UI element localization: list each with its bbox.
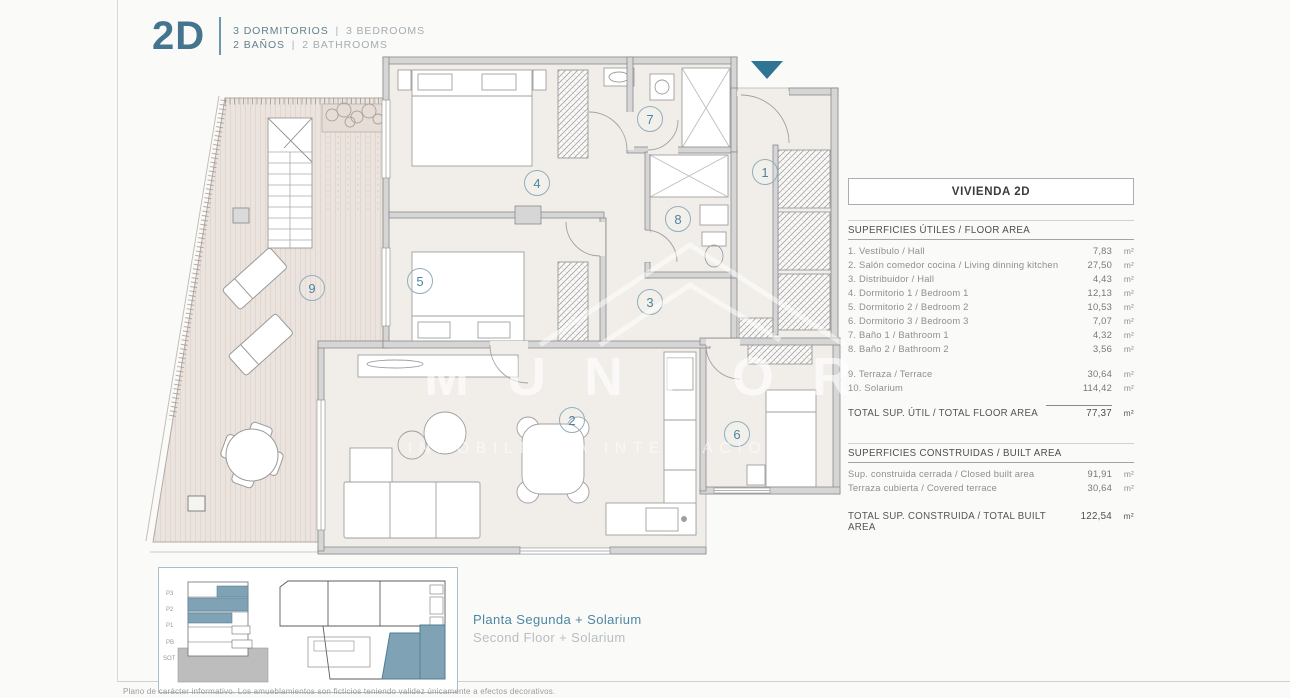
terrace-box bbox=[187, 495, 206, 512]
bedroom2-furniture bbox=[411, 251, 525, 345]
room-number-8: 8 bbox=[665, 206, 691, 232]
separator: | bbox=[335, 25, 340, 37]
disclaimer-text: Plano de carácter informativo. Los amueb… bbox=[123, 687, 556, 696]
building-footprint bbox=[279, 580, 446, 680]
sun-loungers bbox=[222, 247, 293, 376]
wardrobe bbox=[557, 69, 589, 159]
unit-code: 2D bbox=[152, 14, 206, 58]
area-row: 2. Salón comedor cocina / Living dinning… bbox=[848, 259, 1134, 270]
room-number-7: 7 bbox=[637, 106, 663, 132]
bedroom1-furniture bbox=[397, 69, 547, 167]
caption-en: Second Floor + Solarium bbox=[473, 630, 626, 645]
built-area-section: SUPERFICIES CONSTRUIDAS / BUILT AREA Sup… bbox=[848, 443, 1134, 533]
wardrobe bbox=[557, 261, 589, 345]
terrace-table bbox=[220, 421, 284, 489]
floor-area-section: SUPERFICIES ÚTILES / FLOOR AREA 1. Vestí… bbox=[848, 220, 1134, 419]
caption-es: Planta Segunda + Solarium bbox=[473, 612, 642, 627]
header-lines: 3 DORMITORIOS | 3 BEDROOMS 2 BAÑOS | 2 B… bbox=[233, 21, 425, 51]
location-inset: P3 P2 P1 PB SOT bbox=[158, 567, 458, 693]
floor-label: P1 bbox=[166, 623, 174, 629]
header: 2D 3 DORMITORIOS | 3 BEDROOMS 2 BAÑOS | … bbox=[152, 14, 425, 58]
page-border-bottom bbox=[117, 681, 1290, 682]
total-built-area: TOTAL SUP. CONSTRUIDA / TOTAL BUILT AREA… bbox=[848, 511, 1134, 533]
windows bbox=[316, 99, 771, 555]
bedrooms-line: 3 DORMITORIOS | 3 BEDROOMS bbox=[233, 25, 425, 37]
bedrooms-es: 3 DORMITORIOS bbox=[233, 25, 329, 37]
entrance-arrow-icon bbox=[751, 61, 783, 79]
hall-closets bbox=[777, 149, 831, 331]
floor-label: SOT bbox=[163, 656, 176, 662]
room-number-4: 4 bbox=[524, 170, 550, 196]
floor-area-heading: SUPERFICIES ÚTILES / FLOOR AREA bbox=[848, 220, 1134, 240]
bathrooms-es: 2 BAÑOS bbox=[233, 39, 285, 51]
inset-caption: Planta Segunda + Solarium Second Floor +… bbox=[473, 612, 642, 645]
terrace-planter-box bbox=[232, 207, 250, 224]
room-number-5: 5 bbox=[407, 268, 433, 294]
bathrooms-en: 2 BATHROOMS bbox=[302, 39, 388, 51]
info-panel: VIVIENDA 2D SUPERFICIES ÚTILES / FLOOR A… bbox=[848, 178, 1134, 533]
room-number-1: 1 bbox=[752, 159, 778, 185]
bedrooms-en: 3 BEDROOMS bbox=[345, 25, 425, 37]
total-rule bbox=[1046, 405, 1112, 406]
bathrooms-line: 2 BAÑOS | 2 BATHROOMS bbox=[233, 39, 425, 51]
bedroom3-furniture bbox=[746, 389, 817, 488]
area-row: Sup. construida cerrada / Closed built a… bbox=[848, 468, 1134, 479]
page-border-left bbox=[117, 0, 118, 682]
total-floor-area: TOTAL SUP. ÚTIL / TOTAL FLOOR AREA 77,37… bbox=[848, 408, 1134, 419]
stairs bbox=[267, 117, 313, 249]
bathroom1-fixtures bbox=[603, 67, 731, 149]
room-number-6: 6 bbox=[724, 421, 750, 447]
panel-title: VIVIENDA 2D bbox=[848, 178, 1134, 205]
planter bbox=[321, 102, 385, 210]
built-area-rows: Sup. construida cerrada / Closed built a… bbox=[848, 467, 1134, 495]
room-number-9: 9 bbox=[299, 275, 325, 301]
floor-label: P3 bbox=[166, 591, 174, 597]
building-elevation: P3 P2 P1 PB SOT bbox=[163, 581, 269, 683]
built-area-heading: SUPERFICIES CONSTRUIDAS / BUILT AREA bbox=[848, 443, 1134, 463]
room-number-2: 2 bbox=[559, 407, 585, 433]
header-divider bbox=[219, 17, 222, 55]
floor-label: P2 bbox=[166, 607, 174, 613]
separator: | bbox=[291, 39, 296, 51]
floor-label: PB bbox=[166, 640, 174, 646]
room-number-3: 3 bbox=[637, 289, 663, 315]
